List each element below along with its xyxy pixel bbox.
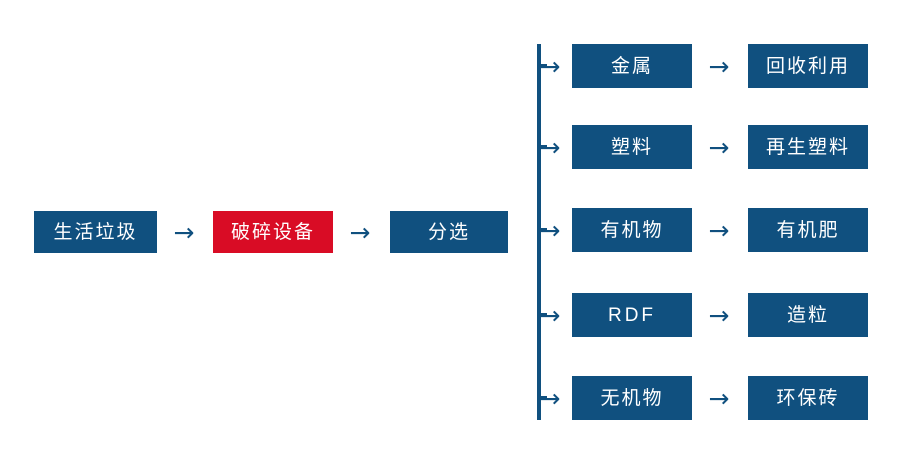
arrow-right-icon-branch-2: → — [539, 215, 561, 245]
branch-stub-2 — [537, 228, 547, 232]
node-main-1[interactable]: 破碎设备 — [213, 211, 333, 253]
branch-stub-3 — [537, 313, 547, 317]
node-main-0[interactable]: 生活垃圾 — [34, 211, 157, 253]
node-product-1[interactable]: 再生塑料 — [748, 125, 868, 169]
node-material-2[interactable]: 有机物 — [572, 208, 692, 252]
node-material-3[interactable]: RDF — [572, 293, 692, 337]
node-material-0[interactable]: 金属 — [572, 44, 692, 88]
arrow-right-icon-branch-4: → — [539, 383, 561, 413]
node-material-1[interactable]: 塑料 — [572, 125, 692, 169]
node-product-0[interactable]: 回收利用 — [748, 44, 868, 88]
arrow-right-icon-product-2: → — [708, 215, 730, 245]
branch-stub-4 — [537, 396, 547, 400]
arrow-right-icon-main-0: → — [173, 217, 195, 247]
branch-stub-1 — [537, 145, 547, 149]
arrow-right-icon-product-1: → — [708, 132, 730, 162]
arrow-right-icon-branch-3: → — [539, 300, 561, 330]
node-product-4[interactable]: 环保砖 — [748, 376, 868, 420]
node-main-2[interactable]: 分选 — [390, 211, 508, 253]
node-product-3[interactable]: 造粒 — [748, 293, 868, 337]
arrow-right-icon-product-3: → — [708, 300, 730, 330]
arrow-right-icon-product-0: → — [708, 51, 730, 81]
node-product-2[interactable]: 有机肥 — [748, 208, 868, 252]
arrow-right-icon-branch-0: → — [539, 51, 561, 81]
arrow-right-icon-product-4: → — [708, 383, 730, 413]
arrow-right-icon-branch-1: → — [539, 132, 561, 162]
arrow-right-icon-main-1: → — [349, 217, 371, 247]
node-material-4[interactable]: 无机物 — [572, 376, 692, 420]
branch-stub-0 — [537, 64, 547, 68]
branch-trunk-line — [537, 44, 541, 420]
